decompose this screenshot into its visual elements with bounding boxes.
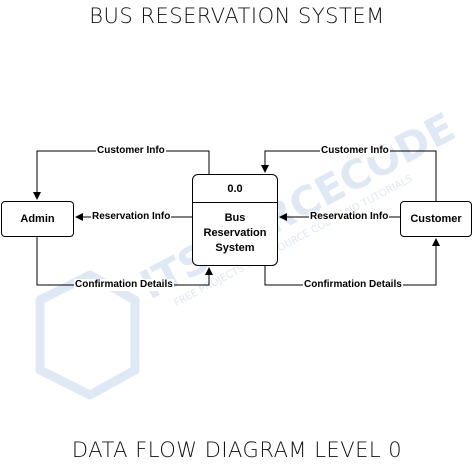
flow-line-admin-customer-info [33,150,210,200]
diagram-subtitle: DATA FLOW DIAGRAM LEVEL 0 [71,438,403,462]
process-bus-reservation-system[interactable]: 0.0 Bus Reservation System [192,174,278,266]
entity-admin[interactable]: Admin [1,201,74,237]
process-id: 0.0 [193,175,277,203]
flow-label-admin-reservation-info: Reservation Info [91,211,172,223]
process-name: Bus Reservation System [203,212,267,254]
entity-customer-label: Customer [410,213,462,225]
flow-line-admin-confirmation [36,237,213,286]
flow-label-admin-customer-info: Customer Info [96,145,166,157]
flow-label-admin-confirmation: Confirmation Details [74,279,174,291]
flow-line-customer-customer-info [261,150,437,201]
diagram-title: BUS RESERVATION SYSTEM [89,4,385,28]
flow-label-customer-customer-info: Customer Info [320,145,390,157]
entity-customer[interactable]: Customer [400,201,472,237]
entity-admin-label: Admin [20,213,55,225]
flow-label-customer-reservation-info: Reservation Info [309,211,390,223]
flow-label-customer-confirmation: Confirmation Details [303,279,403,291]
